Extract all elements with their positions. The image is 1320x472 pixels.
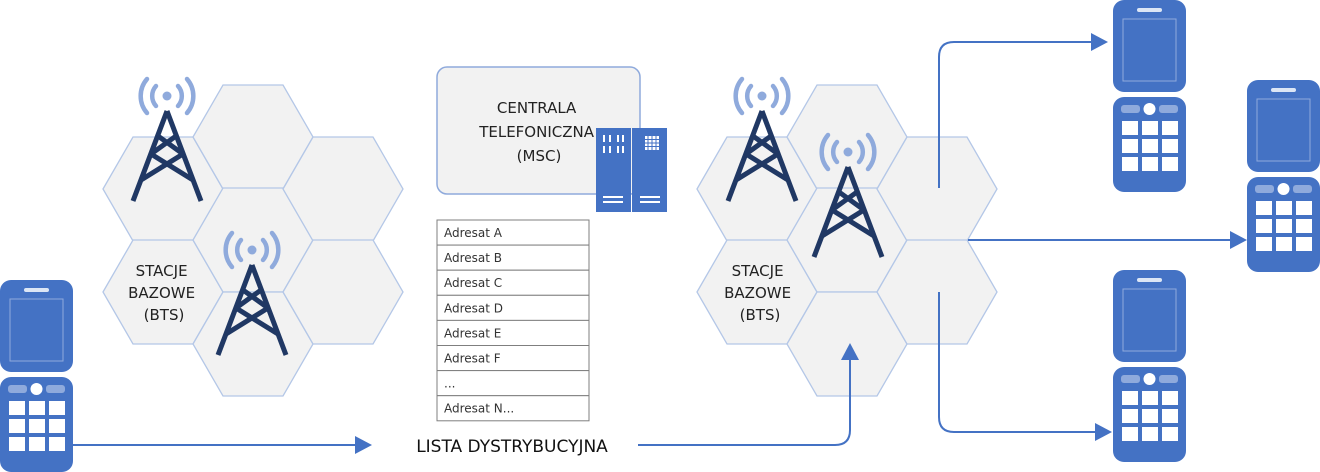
recipient-cell: ... (444, 377, 455, 391)
arrow-bts-to-phone-3 (938, 292, 1112, 441)
recipient-cell: Adresat D (444, 301, 503, 315)
sender-phone-icon (0, 279, 74, 472)
arrow-list-to-bts (638, 343, 859, 446)
recipient-cell: Adresat E (444, 326, 501, 340)
recipient-cell: Adresat A (444, 226, 503, 240)
arrow-bts-to-phone-1 (938, 33, 1108, 188)
recipient-phone-icon (1246, 79, 1320, 273)
recipient-cell: Adresat C (444, 276, 502, 290)
bts-label: STACJE BAZOWE (BTS) (724, 262, 796, 324)
bts-label: STACJE BAZOWE (BTS) (128, 262, 200, 324)
recipient-phone-icon (1112, 269, 1187, 463)
table-row (436, 395, 590, 422)
connection-arrows (73, 33, 1247, 454)
msc-box: CENTRALA TELEFONICZNA (MSC) (436, 66, 667, 212)
table-row (436, 370, 590, 397)
server-icon (596, 128, 667, 212)
table-row (436, 244, 590, 271)
recipient-cell: Adresat N... (444, 402, 514, 416)
table-row (436, 294, 590, 321)
table-row (436, 319, 590, 346)
msc-label: CENTRALA TELEFONICZNA (MSC) (478, 99, 599, 165)
distribution-list-caption: LISTA DYSTRYBUCYJNA (416, 437, 608, 457)
distribution-list-table: Adresat A Adresat B Adresat C Adresat D Adre… (436, 219, 590, 422)
table-row (436, 219, 590, 246)
recipient-cell: Adresat F (444, 352, 501, 366)
right-bts-cluster: STACJE BAZOWE (BTS) (696, 79, 998, 397)
recipient-cell: Adresat B (444, 251, 502, 265)
left-bts-cluster: STACJE BAZOWE (BTS) (102, 79, 404, 397)
recipient-phone-icon (1112, 0, 1187, 193)
